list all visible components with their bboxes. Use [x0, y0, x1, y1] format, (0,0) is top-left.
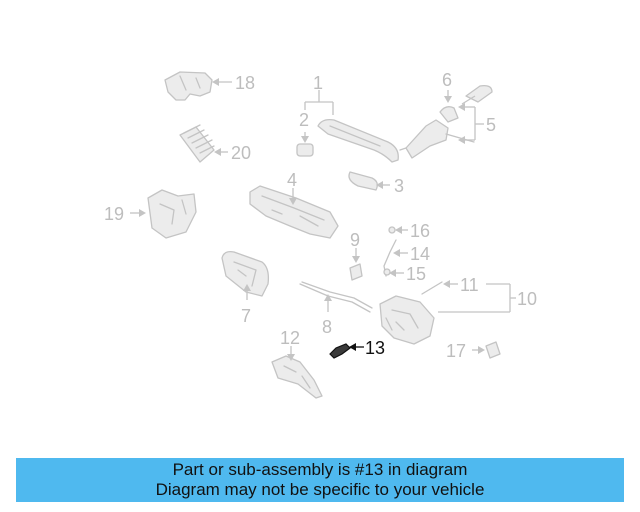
part-18-bracket: 18 — [164, 71, 255, 101]
parts-diagram: 18 20 19 1 2 3 — [104, 70, 537, 399]
part-9-clip: 9 — [349, 230, 363, 281]
callout-7: 7 — [241, 306, 251, 326]
info-banner: Part or sub-assembly is #13 in diagram D… — [16, 458, 624, 502]
callout-20: 20 — [231, 143, 251, 163]
banner-line-1: Part or sub-assembly is #13 in diagram — [172, 460, 468, 479]
callout-4: 4 — [287, 170, 297, 190]
callout-12: 12 — [280, 328, 300, 348]
callout-14: 14 — [410, 244, 430, 264]
part-5-lock-cylinder: 5 — [399, 84, 496, 159]
part-7-inside-handle: 7 — [221, 250, 270, 326]
part-12-bracket: 12 — [271, 328, 323, 399]
callout-10: 10 — [517, 289, 537, 309]
part-8-cable: 8 — [299, 281, 373, 337]
part-10-latch: 11 10 — [379, 275, 537, 345]
callout-3: 3 — [394, 176, 404, 196]
part-4-handle-frame: 4 — [249, 170, 339, 239]
part-3-pad: 3 — [348, 171, 404, 196]
callout-16: 16 — [410, 221, 430, 241]
part-6-key-cover: 6 — [439, 70, 459, 123]
callout-6: 6 — [442, 70, 452, 90]
part-17-clip: 17 — [446, 341, 501, 361]
banner-line-2: Diagram may not be specific to your vehi… — [155, 480, 485, 499]
part-14-rod: 16 14 15 — [383, 221, 430, 284]
callout-9: 9 — [350, 230, 360, 250]
part-1-outside-handle: 1 — [304, 73, 399, 163]
callout-11: 11 — [460, 275, 479, 295]
part-2-gasket: 2 — [296, 110, 314, 157]
part-19-bracket: 19 — [104, 189, 197, 239]
callout-2: 2 — [299, 110, 309, 130]
callout-8: 8 — [322, 317, 332, 337]
callout-19: 19 — [104, 204, 124, 224]
callout-5: 5 — [486, 115, 496, 135]
callout-17: 17 — [446, 341, 466, 361]
callout-15: 15 — [406, 264, 426, 284]
callout-1: 1 — [313, 73, 323, 93]
part-20-boot: 20 — [179, 124, 251, 163]
callout-13: 13 — [365, 338, 385, 358]
callout-18: 18 — [235, 73, 255, 93]
part-13-highlighted: 13 — [329, 338, 385, 359]
